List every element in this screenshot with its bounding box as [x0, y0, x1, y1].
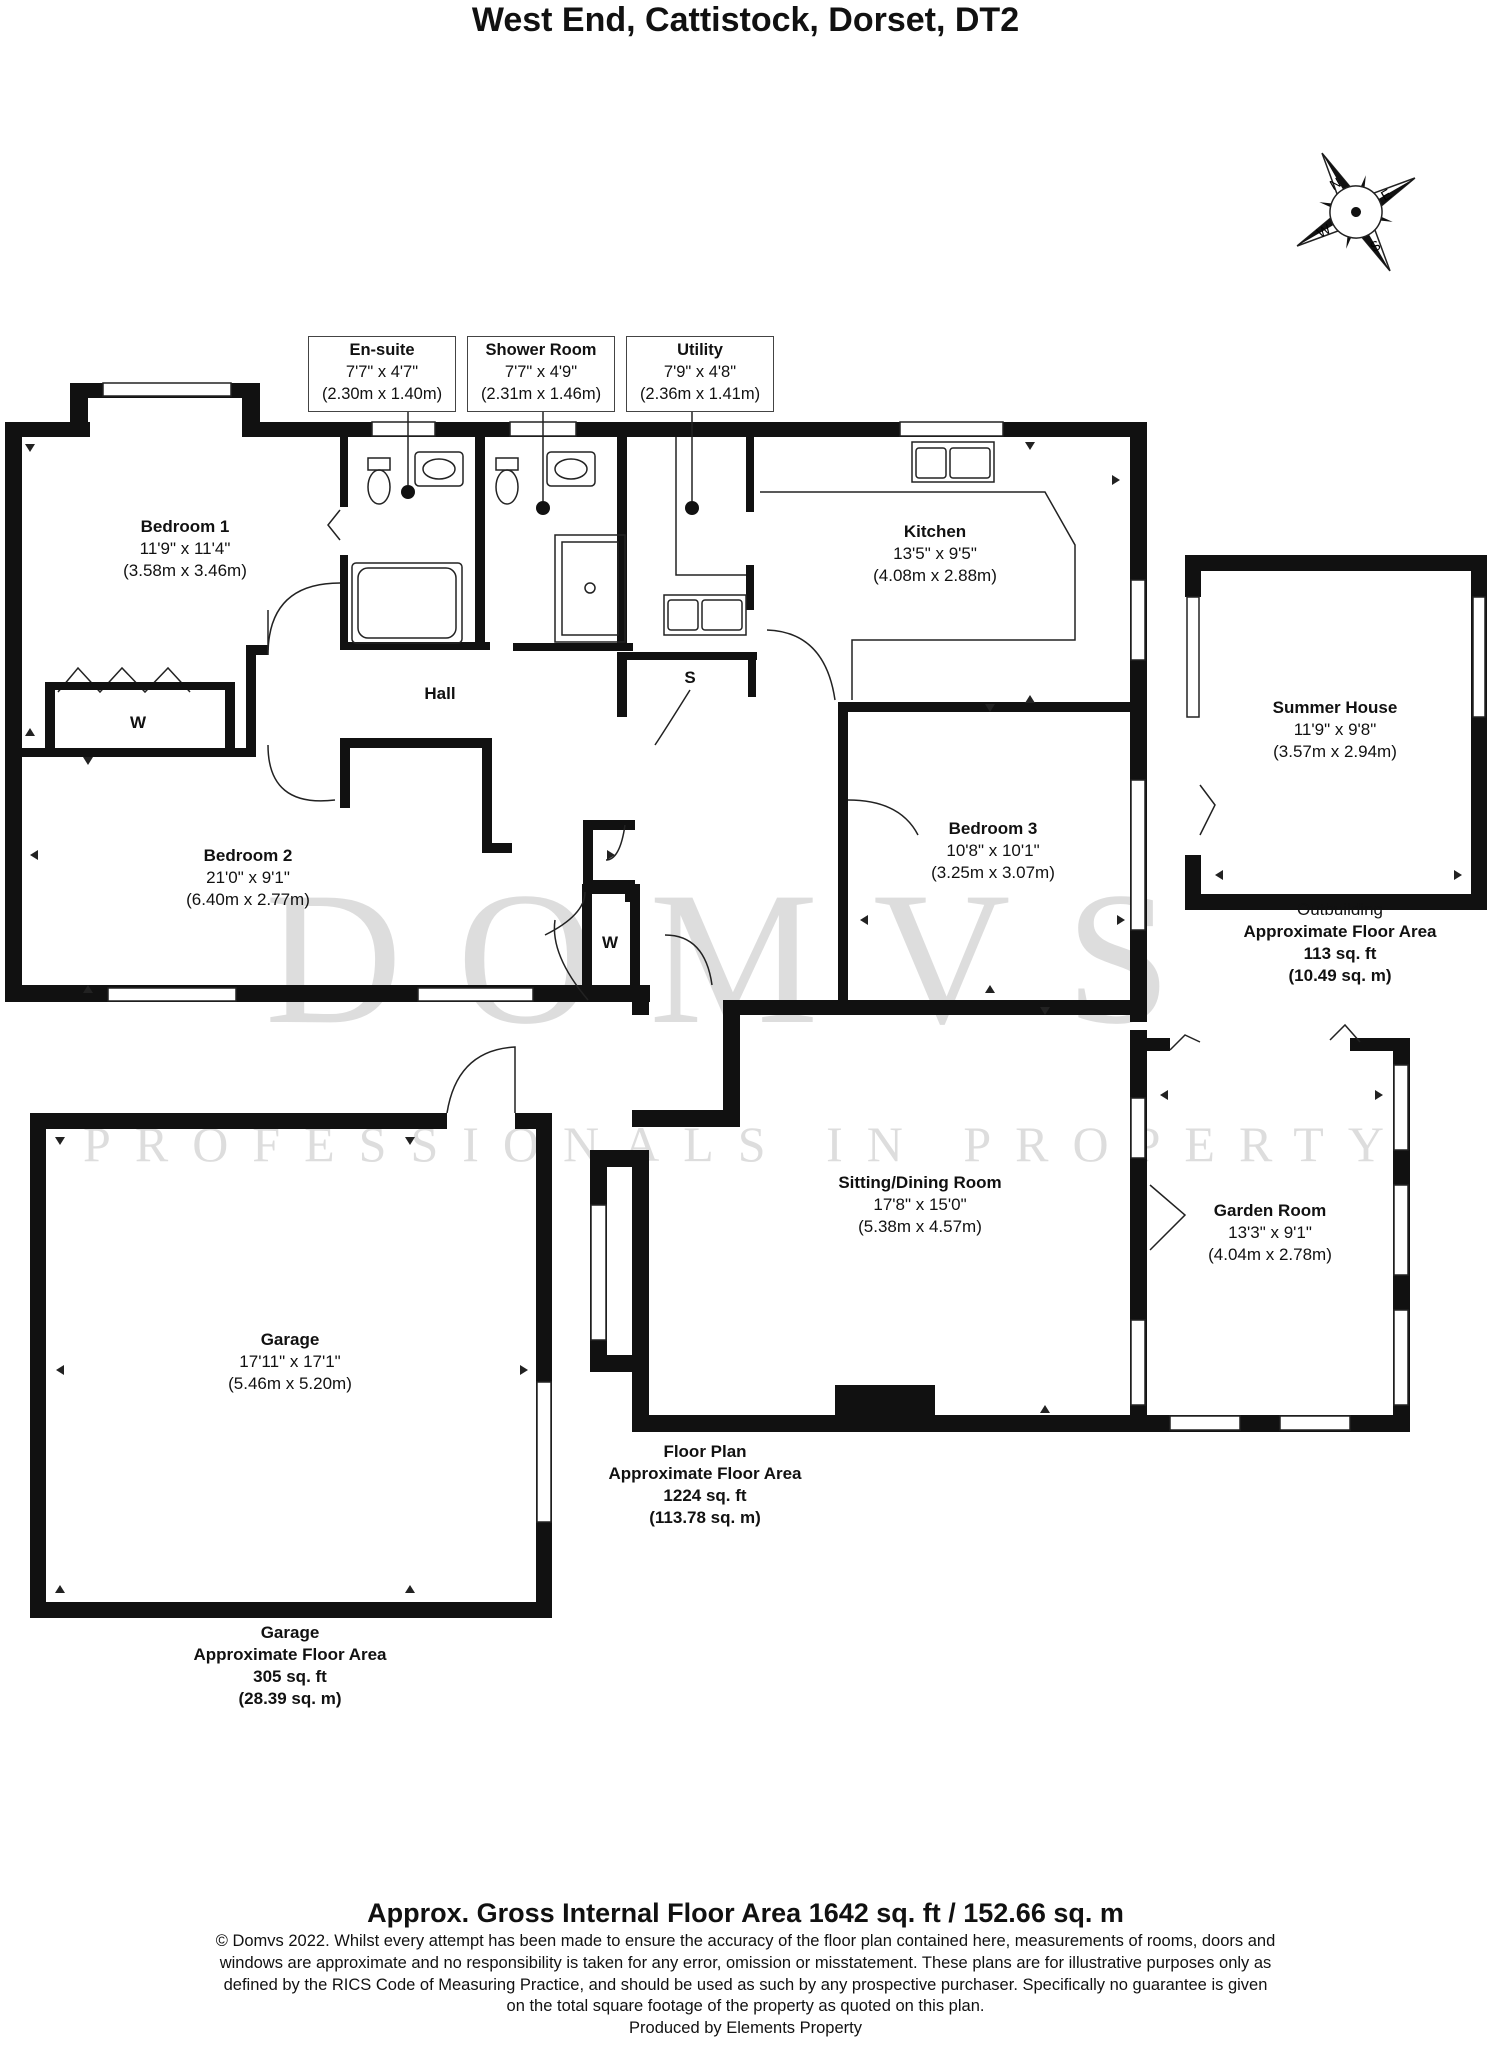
area-line3: 1224 sq. ft: [663, 1486, 747, 1506]
footer: Approx. Gross Internal Floor Area 1642 s…: [0, 1898, 1491, 2038]
windows: [102, 382, 1409, 1431]
label-hall: Hall: [424, 684, 456, 703]
produced-by: Produced by Elements Property: [629, 2019, 862, 2038]
watermark-brand: DOMVS: [264, 854, 1227, 1064]
room-metric: (6.40m x 2.77m): [186, 890, 310, 910]
room-imperial: 7'9" x 4'8": [663, 362, 737, 381]
area-line1: Floor Plan: [663, 1442, 747, 1461]
room-metric: (2.30m x 1.40m): [321, 384, 443, 403]
area-line4: (10.49 sq. m): [1288, 966, 1392, 986]
gross-internal-area: Approx. Gross Internal Floor Area 1642 s…: [367, 1898, 1124, 1928]
room-bedroom-1: Bedroom 1 11'9" x 11'4" (3.58m x 3.46m): [100, 516, 270, 582]
room-metric: (3.58m x 3.46m): [123, 561, 247, 581]
room-sitting-dining: Sitting/Dining Room 17'8" x 15'0" (5.38m…: [810, 1172, 1030, 1238]
room-imperial: 7'7" x 4'9": [504, 362, 578, 381]
area-line4: (28.39 sq. m): [238, 1689, 342, 1709]
room-garage: Garage 17'11" x 17'1" (5.46m x 5.20m): [205, 1329, 375, 1395]
area-line3: 113 sq. ft: [1303, 944, 1377, 964]
room-metric: (5.38m x 4.57m): [858, 1217, 982, 1237]
door-swings: [267, 509, 1361, 1251]
callout-leaders: [407, 408, 693, 501]
room-imperial: 11'9" x 9'8": [1293, 720, 1377, 740]
room-metric: (2.31m x 1.46m): [480, 384, 602, 403]
fixtures: [45, 437, 1076, 748]
page-title: West End, Cattistock, Dorset, DT2: [471, 1, 1020, 39]
area-line2: Approximate Floor Area: [193, 1645, 387, 1665]
room-imperial: 17'11" x 17'1": [239, 1352, 341, 1372]
room-bedroom-3: Bedroom 3 10'8" x 10'1" (3.25m x 3.07m): [908, 818, 1078, 884]
measure-arrows: [25, 442, 1462, 1593]
label-wardrobe-bedroom-1: W: [129, 713, 147, 732]
room-name: Garden Room: [1213, 1201, 1327, 1220]
callout-utility: Utility 7'9" x 4'8" (2.36m x 1.41m): [626, 336, 774, 412]
room-imperial: 13'3" x 9'1": [1228, 1223, 1312, 1243]
room-name: Bedroom 1: [140, 517, 230, 536]
room-name: Garage: [260, 1330, 320, 1349]
area-line1: Outbuilding: [1296, 900, 1383, 919]
room-metric: (2.36m x 1.41m): [639, 384, 761, 403]
room-name: Bedroom 2: [203, 846, 293, 865]
interior-walls: [5, 437, 1140, 1012]
label-wardrobe-hall: W: [601, 933, 619, 952]
label-store: S: [684, 668, 696, 687]
garage-walls: [30, 1046, 552, 1618]
disclaimer: © Domvs 2022. Whilst every attempt has b…: [215, 1932, 1276, 2016]
summer-house-walls: [1185, 555, 1487, 910]
room-metric: (4.04m x 2.78m): [1208, 1245, 1332, 1265]
room-imperial: 7'7" x 4'7": [345, 362, 419, 381]
room-metric: (4.08m x 2.88m): [873, 566, 997, 586]
room-imperial: 11'9" x 11'4": [139, 539, 231, 559]
room-imperial: 13'5" x 9'5": [893, 544, 977, 564]
room-name: Summer House: [1272, 698, 1398, 717]
room-imperial: 10'8" x 10'1": [946, 841, 1040, 861]
compass-rose: N E S W: [1296, 152, 1416, 272]
room-imperial: 17'8" x 15'0": [873, 1195, 967, 1215]
room-summer-house: Summer House 11'9" x 9'8" (3.57m x 2.94m…: [1250, 697, 1420, 763]
room-metric: (3.57m x 2.94m): [1273, 742, 1397, 762]
area-line4: (113.78 sq. m): [649, 1508, 761, 1528]
room-name: Shower Room: [485, 341, 597, 359]
callout-ensuite: En-suite 7'7" x 4'7" (2.30m x 1.40m): [308, 336, 456, 412]
room-name: Utility: [677, 341, 723, 359]
callout-shower-room: Shower Room 7'7" x 4'9" (2.31m x 1.46m): [467, 336, 615, 412]
area-line3: 305 sq. ft: [253, 1667, 327, 1687]
area-floor-plan: Floor Plan Approximate Floor Area 1224 s…: [575, 1441, 835, 1529]
room-name: Bedroom 3: [948, 819, 1038, 838]
room-imperial: 21'0" x 9'1": [206, 868, 290, 888]
area-line1: Garage: [260, 1623, 320, 1642]
area-outbuilding: Outbuilding Approximate Floor Area 113 s…: [1210, 899, 1470, 987]
room-kitchen: Kitchen 13'5" x 9'5" (4.08m x 2.88m): [850, 521, 1020, 587]
room-metric: (3.25m x 3.07m): [931, 863, 1055, 883]
area-garage: Garage Approximate Floor Area 305 sq. ft…: [160, 1622, 420, 1710]
room-name: En-suite: [349, 341, 415, 359]
room-bedroom-2: Bedroom 2 21'0" x 9'1" (6.40m x 2.77m): [163, 845, 333, 911]
area-line2: Approximate Floor Area: [1243, 922, 1437, 942]
room-garden-room: Garden Room 13'3" x 9'1" (4.04m x 2.78m): [1185, 1200, 1355, 1266]
fixture-markers: [401, 485, 699, 515]
room-metric: (5.46m x 5.20m): [228, 1374, 352, 1394]
room-name: Sitting/Dining Room: [838, 1173, 1002, 1192]
room-name: Kitchen: [903, 522, 967, 541]
area-line2: Approximate Floor Area: [608, 1464, 802, 1484]
